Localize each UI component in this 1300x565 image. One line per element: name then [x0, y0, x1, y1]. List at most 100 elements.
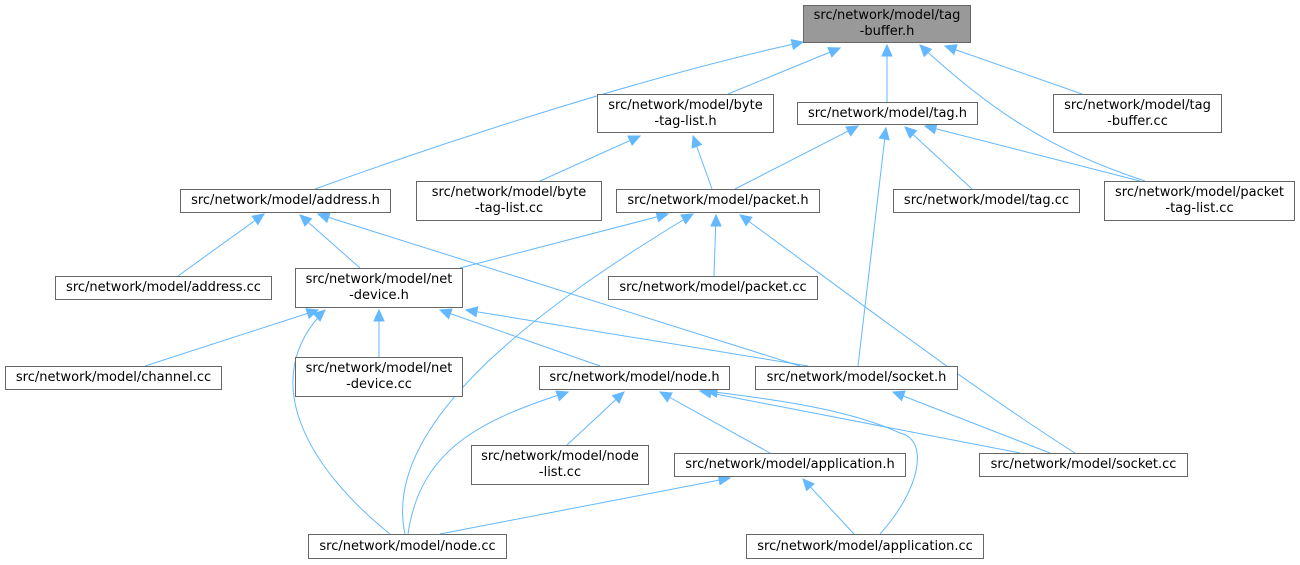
- node-tag-buffer-cc[interactable]: src/network/model/tag -buffer.cc: [1053, 94, 1222, 133]
- edge-socket-h-to-address-h-line: [317, 213, 801, 367]
- edge-tag-h-to-tag-buffer-h-arrowhead: [881, 43, 893, 57]
- node-address-h[interactable]: src/network/model/address.h: [180, 189, 391, 213]
- edge-node-list-cc-to-node-h: [566, 391, 625, 446]
- edge-net-device-h-to-packet-h-arrowhead: [655, 211, 670, 223]
- edge-application-h-to-node-h: [658, 391, 771, 454]
- edge-socket-cc-to-socket-h-arrowhead: [891, 390, 906, 402]
- edge-application-h-to-node-h-arrowhead: [658, 391, 673, 403]
- edge-net-device-h-to-packet-h-line: [459, 213, 669, 269]
- edge-byte-tag-list-h-to-tag-buffer-h-line: [727, 47, 841, 95]
- edge-byte-tag-list-cc-to-byte-tag-list-h-line: [539, 135, 641, 182]
- edge-address-cc-to-address-h-line: [177, 213, 265, 277]
- edge-socket-h-to-net-device-h-arrowhead: [464, 306, 479, 318]
- edge-application-cc-to-application-h-line: [802, 478, 855, 535]
- edge-node-cc-to-packet-h: [402, 213, 695, 535]
- edge-node-h-to-net-device-h: [438, 308, 601, 367]
- node-node-list-cc[interactable]: src/network/model/node -list.cc: [471, 445, 649, 485]
- edge-socket-cc-to-packet-h-arrowhead: [739, 214, 753, 227]
- edge-node-cc-to-net-device-h-line: [292, 309, 391, 535]
- edge-node-list-cc-to-node-h-arrowhead: [611, 391, 625, 404]
- node-application-cc[interactable]: src/network/model/application.cc: [746, 534, 984, 559]
- edge-application-cc-to-application-h: [802, 478, 855, 535]
- edge-address-cc-to-address-h-arrowhead: [251, 213, 265, 226]
- edge-packet-tag-list-cc-to-tag-buffer-h: [919, 44, 1146, 182]
- node-byte-tag-list-h[interactable]: src/network/model/byte -tag-list.h: [597, 94, 774, 133]
- edge-application-h-to-node-h-line: [659, 391, 771, 454]
- edge-packet-cc-to-packet-h-arrowhead: [710, 213, 722, 227]
- edge-packet-h-to-byte-tag-list-h-arrowhead: [691, 134, 703, 149]
- edge-socket-h-to-tag-h-arrowhead: [878, 126, 890, 141]
- edge-node-cc-to-node-h-line: [407, 391, 569, 535]
- edge-application-cc-to-application-h-arrowhead: [802, 478, 815, 492]
- edge-net-device-cc-to-net-device-h-arrowhead: [373, 308, 385, 322]
- edge-channel-cc-to-net-device-h: [144, 308, 320, 367]
- node-node-h[interactable]: src/network/model/node.h: [539, 366, 730, 390]
- edge-socket-h-to-address-h: [316, 212, 801, 367]
- edge-packet-h-to-byte-tag-list-h: [691, 134, 713, 190]
- edge-socket-h-to-tag-h: [857, 126, 890, 367]
- node-address-cc[interactable]: src/network/model/address.cc: [55, 276, 272, 300]
- edge-node-cc-to-net-device-h-arrowhead: [312, 309, 326, 322]
- edge-node-list-cc-to-node-h-line: [566, 391, 625, 446]
- node-tag-buffer-h[interactable]: src/network/model/tag -buffer.h: [803, 5, 971, 43]
- edge-socket-h-to-net-device-h-line: [465, 309, 809, 367]
- edge-tag-buffer-cc-to-tag-buffer-h: [943, 44, 1083, 95]
- node-application-h[interactable]: src/network/model/application.h: [674, 453, 906, 477]
- edge-address-cc-to-address-h: [177, 213, 265, 277]
- node-node-cc[interactable]: src/network/model/node.cc: [308, 534, 507, 559]
- edge-tag-cc-to-tag-h-line: [904, 126, 973, 190]
- node-net-device-h[interactable]: src/network/model/net -device.h: [295, 268, 463, 308]
- edge-net-device-h-to-address-h-line: [299, 214, 361, 269]
- edge-tag-buffer-cc-to-tag-buffer-h-arrowhead: [943, 44, 958, 56]
- edge-net-device-cc-to-net-device-h: [373, 308, 385, 357]
- edge-byte-tag-list-h-to-tag-buffer-h: [727, 47, 842, 95]
- edge-socket-cc-to-socket-h: [891, 390, 1051, 454]
- edge-socket-cc-to-socket-h-line: [892, 391, 1051, 454]
- edge-tag-cc-to-tag-h-arrowhead: [904, 126, 918, 139]
- edge-node-cc-to-application-h-line: [439, 477, 731, 535]
- edge-socket-h-to-tag-h-line: [857, 127, 887, 367]
- edge-tag-cc-to-tag-h: [904, 126, 973, 190]
- edge-byte-tag-list-cc-to-byte-tag-list-h: [539, 135, 642, 182]
- edge-packet-cc-to-packet-h: [710, 213, 722, 277]
- edge-application-cc-to-node-h-line: [705, 390, 918, 535]
- edge-address-h-to-tag-buffer-h-line: [314, 41, 804, 190]
- node-channel-cc[interactable]: src/network/model/channel.cc: [5, 366, 222, 390]
- edge-net-device-h-to-address-h: [299, 214, 361, 269]
- edge-packet-tag-list-cc-to-tag-h-line: [924, 125, 1141, 182]
- edge-socket-cc-to-node-h: [698, 387, 1021, 454]
- node-socket-cc[interactable]: src/network/model/socket.cc: [979, 453, 1188, 477]
- edge-address-h-to-tag-buffer-h-arrowhead: [790, 38, 805, 51]
- edge-node-cc-to-node-h-arrowhead: [555, 390, 570, 402]
- edge-packet-tag-list-cc-to-tag-h-arrowhead: [923, 123, 938, 135]
- edge-node-h-to-net-device-h-line: [439, 309, 601, 367]
- edge-node-cc-to-packet-h-line: [402, 213, 694, 535]
- edge-packet-h-to-tag-h-line: [734, 125, 859, 190]
- node-net-device-cc[interactable]: src/network/model/net -device.cc: [295, 357, 463, 397]
- node-tag-h[interactable]: src/network/model/tag.h: [797, 102, 978, 125]
- edge-net-device-h-to-packet-h: [459, 211, 670, 269]
- node-packet-tag-list-cc[interactable]: src/network/model/packet -tag-list.cc: [1104, 181, 1295, 221]
- node-byte-tag-list-cc[interactable]: src/network/model/byte -tag-list.cc: [416, 181, 602, 221]
- edge-node-h-to-net-device-h-arrowhead: [438, 308, 453, 320]
- edge-socket-cc-to-packet-h-line: [739, 214, 1076, 454]
- edge-packet-tag-list-cc-to-tag-buffer-h-line: [919, 44, 1146, 182]
- edge-tag-buffer-cc-to-tag-buffer-h-line: [944, 45, 1083, 95]
- edge-packet-h-to-tag-h: [734, 125, 860, 190]
- edge-node-cc-to-node-h: [407, 390, 570, 535]
- edge-packet-h-to-tag-h-arrowhead: [845, 125, 860, 137]
- edge-socket-h-to-net-device-h: [464, 306, 809, 367]
- edge-socket-h-to-address-h-arrowhead: [316, 212, 331, 224]
- edge-byte-tag-list-cc-to-byte-tag-list-h-arrowhead: [627, 135, 642, 147]
- edge-socket-cc-to-node-h-line: [699, 390, 1021, 454]
- edge-socket-cc-to-packet-h: [739, 214, 1076, 454]
- edge-packet-tag-list-cc-to-tag-buffer-h-arrowhead: [919, 44, 933, 58]
- node-socket-h[interactable]: src/network/model/socket.h: [755, 366, 958, 390]
- node-packet-cc[interactable]: src/network/model/packet.cc: [608, 276, 818, 300]
- edge-node-cc-to-packet-h-arrowhead: [680, 213, 695, 225]
- node-packet-h[interactable]: src/network/model/packet.h: [616, 189, 820, 213]
- edge-address-h-to-tag-buffer-h: [314, 38, 805, 190]
- edge-byte-tag-list-h-to-tag-buffer-h-arrowhead: [827, 47, 842, 58]
- node-tag-cc[interactable]: src/network/model/tag.cc: [893, 189, 1080, 213]
